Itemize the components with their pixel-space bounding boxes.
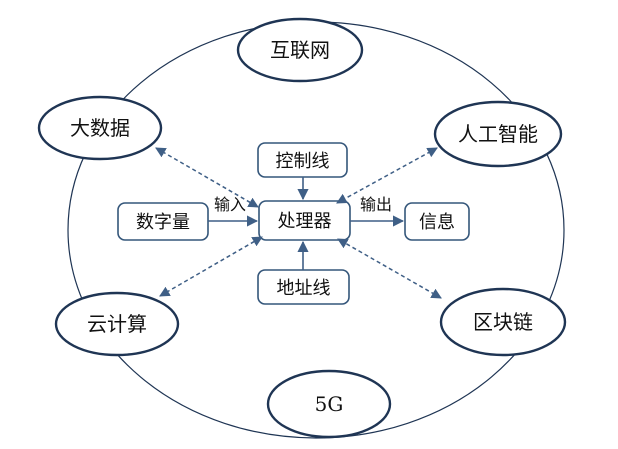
box-label-processor: 处理器 xyxy=(278,211,332,232)
ring-node-ai: 人工智能 xyxy=(433,100,563,168)
box-node-info-output: 信息 xyxy=(404,202,470,241)
ring-label-ai: 人工智能 xyxy=(458,122,538,146)
box-label-address-line: 地址线 xyxy=(277,278,331,299)
ring-node-big-data: 大数据 xyxy=(37,95,163,161)
box-label-info-output: 信息 xyxy=(419,212,455,233)
box-node-control-line: 控制线 xyxy=(257,142,348,178)
ring-label-internet: 互联网 xyxy=(270,38,330,62)
ring-label-cloud: 云计算 xyxy=(87,312,147,336)
dashed-link-big-data-processor xyxy=(155,147,259,208)
box-node-digital-input: 数字量 xyxy=(117,202,209,241)
box-label-digital-input: 数字量 xyxy=(136,212,190,233)
box-node-address-line: 地址线 xyxy=(257,269,350,305)
box-label-control-line: 控制线 xyxy=(276,151,330,172)
ring-node-cloud: 云计算 xyxy=(54,291,180,357)
ring-label-blockchain: 区块链 xyxy=(473,310,533,334)
ring-node-5g: 5G xyxy=(266,369,392,439)
ring-node-internet: 互联网 xyxy=(236,17,364,83)
box-node-processor: 处理器 xyxy=(258,200,351,241)
ring-node-blockchain: 区块链 xyxy=(439,287,567,357)
dashed-link-ai-processor xyxy=(336,147,438,204)
ring-label-big-data: 大数据 xyxy=(70,116,130,140)
edge-label-output: 输出 xyxy=(360,195,392,214)
dashed-link-blockchain-processor xyxy=(337,238,442,299)
dashed-link-cloud-processor xyxy=(159,236,263,297)
ring-label-5g: 5G xyxy=(315,392,344,416)
